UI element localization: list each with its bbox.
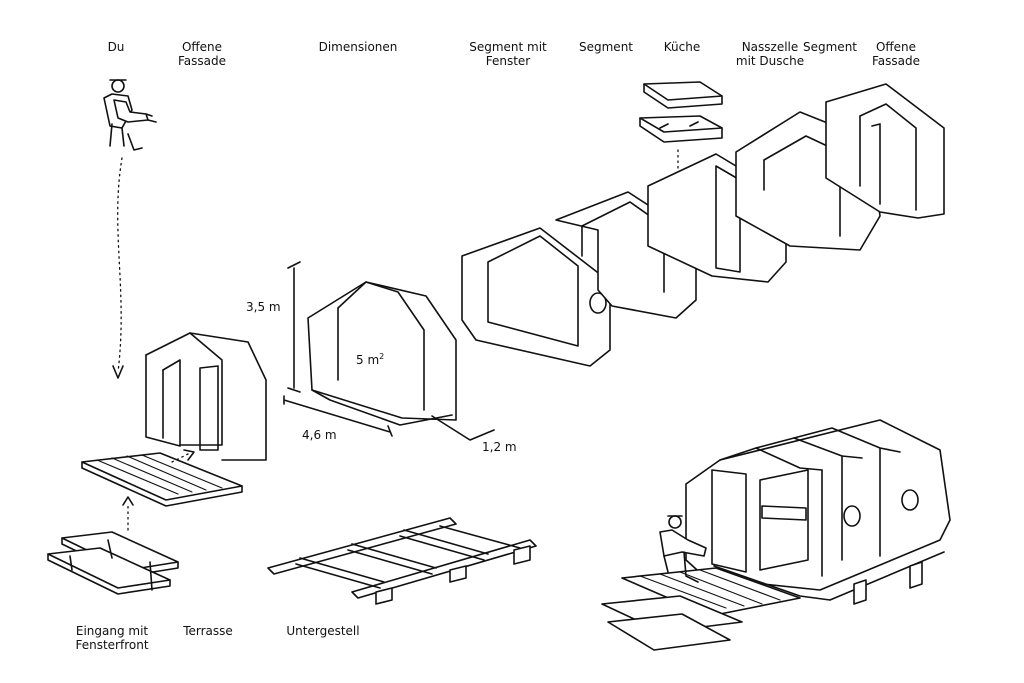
dimension-width-label: 1,2 m	[482, 440, 517, 454]
label-offene-fassade-left-line1: Offene	[181, 40, 223, 54]
label-terrasse: Terrasse	[183, 624, 233, 638]
dimension-area-superscript: 2	[379, 352, 385, 361]
open-facade-module	[825, 83, 945, 219]
label-eingang: Eingang mit Fensterfront	[66, 624, 158, 652]
terrace-deck	[81, 452, 243, 507]
label-offene-fassade-left-line2: Fassade	[177, 54, 226, 68]
assembled-house	[601, 419, 951, 651]
dimension-area-value: 5 m	[356, 353, 380, 367]
label-dimensionen: Dimensionen	[318, 40, 398, 54]
entrance-bench	[47, 531, 179, 595]
dimension-height-label: 3,5 m	[246, 300, 281, 314]
label-nasszelle: Nasszelle mit Dusche	[734, 40, 806, 68]
arrow-head-person	[112, 365, 124, 379]
label-eingang-line2: Fensterfront	[75, 638, 149, 652]
label-segment-mit-fenster-line2: Fenster	[485, 54, 531, 68]
label-segment-mit-fenster-line1: Segment mit	[469, 40, 547, 54]
label-nasszelle-line2: mit Dusche	[735, 54, 805, 68]
dimension-area-label: 5 m2	[356, 350, 384, 367]
label-offene-fassade-right-line1: Offene	[875, 40, 917, 54]
label-kueche: Küche	[663, 40, 701, 54]
segment-with-window	[461, 227, 611, 367]
label-eingang-line1: Eingang mit	[75, 624, 149, 638]
label-offene-fassade-right: Offene Fassade	[864, 40, 928, 68]
undercarriage	[267, 517, 537, 605]
label-offene-fassade-right-line2: Fassade	[871, 54, 920, 68]
dotted-arrow-person	[117, 157, 123, 373]
label-nasszelle-line1: Nasszelle	[741, 40, 799, 54]
dimension-length-label: 4,6 m	[302, 428, 337, 442]
dimension-module	[283, 261, 495, 441]
label-du: Du	[107, 40, 125, 54]
label-segment-2: Segment	[803, 40, 857, 54]
label-untergestell: Untergestell	[286, 624, 360, 638]
person-seated-figure	[103, 79, 157, 151]
label-segment-mit-fenster: Segment mit Fenster	[466, 40, 550, 68]
label-segment-1: Segment	[579, 40, 633, 54]
label-offene-fassade-left: Offene Fassade	[170, 40, 234, 68]
entrance-module	[145, 332, 267, 461]
